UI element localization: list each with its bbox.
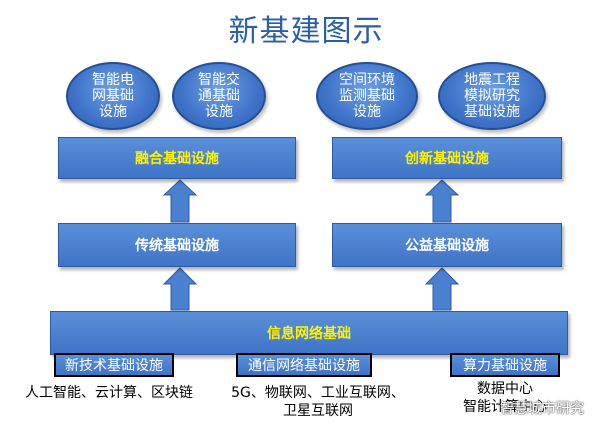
oval-smart-transport: 智能交 通基础 设施 (172, 62, 266, 130)
arrow-traditional-to-fusion (162, 179, 198, 223)
watermark-text: 智慧城市研究 (500, 401, 584, 417)
oval-earthquake-engineering: 地震工程 模拟研究 基础设施 (438, 62, 546, 130)
oval-smart-grid: 智能电 网基础 设施 (66, 62, 160, 130)
box-information-network: 信息网络基础 (50, 311, 568, 355)
desc-communication-network: 5G、物联网、工业互联网、 卫星互联网 (231, 385, 405, 419)
box-traditional-infrastructure: 传统基础设施 (58, 223, 296, 267)
arrow-network-to-traditional (162, 267, 198, 311)
desc-new-technology: 人工智能、云计算、区块链 (25, 385, 193, 401)
tag-communication-network: 通信网络基础设施 (236, 353, 372, 377)
box-public-infrastructure: 公益基础设施 (332, 223, 562, 267)
desc-computing-power: 数据中心 智能计算中心 (463, 381, 547, 415)
arrow-network-to-public (424, 267, 460, 311)
box-innovation-infrastructure: 创新基础设施 (332, 137, 562, 179)
box-fusion-infrastructure: 融合基础设施 (58, 137, 296, 179)
page-title: 新基建图示 (228, 14, 384, 49)
arrow-public-to-innovation (424, 179, 460, 223)
tag-computing-power: 算力基础设施 (450, 353, 560, 377)
oval-space-environment: 空间环境 监测基础 设施 (316, 62, 418, 130)
tag-new-technology: 新技术基础设施 (54, 353, 174, 377)
